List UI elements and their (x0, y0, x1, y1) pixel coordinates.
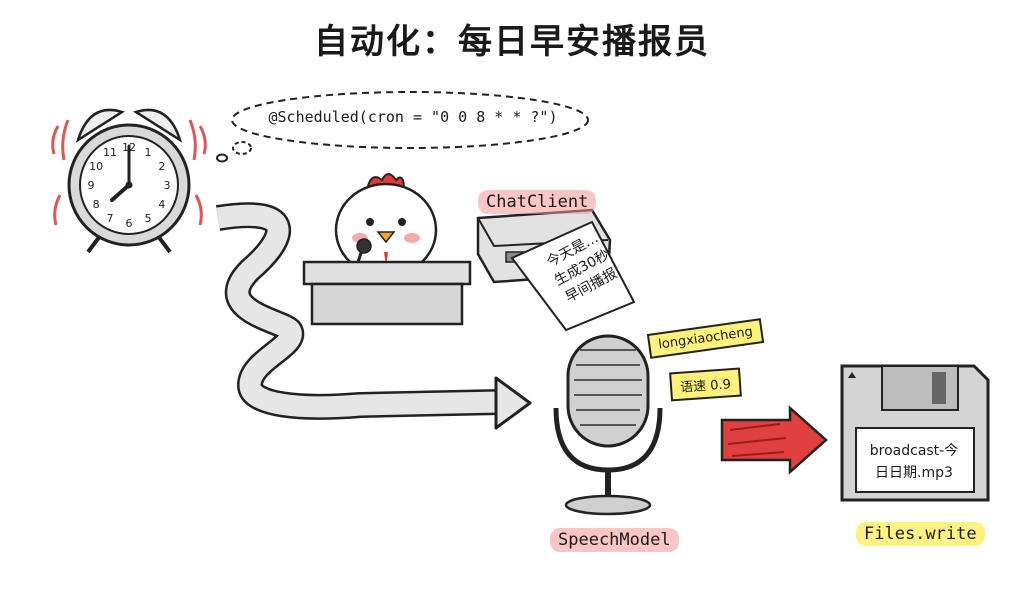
clock-numeral: 11 (103, 146, 117, 159)
speech-model-label: SpeechModel (550, 528, 679, 552)
clock-numeral: 3 (164, 179, 171, 192)
chat-client-label: ChatClient (478, 190, 597, 214)
news-desk (302, 260, 472, 326)
speed-note: 语速 0.9 (669, 367, 742, 402)
files-write-label: Files.write (856, 522, 985, 546)
disk-label-line: 日日期.mp3 (875, 465, 953, 481)
disk-label-text: broadcast-今 日日期.mp3 (858, 440, 970, 484)
floppy-disk-icon (840, 364, 990, 502)
clock-numeral: 10 (89, 160, 103, 173)
cron-thought-bubble (216, 91, 589, 163)
clock-numeral: 6 (126, 217, 133, 230)
clock-numeral: 7 (107, 212, 114, 225)
clock-numeral: 8 (93, 198, 100, 211)
chat-client-printer (476, 208, 636, 332)
clock-numeral: 9 (88, 179, 95, 192)
clock-numeral: 4 (158, 198, 165, 211)
alarm-clock-icon: 121234567891011 (51, 108, 207, 254)
microphone-icon (553, 334, 663, 516)
clock-numeral: 1 (145, 146, 152, 159)
page-title: 自动化：每日早安播报员 (314, 22, 710, 62)
timeline-road-arrow (215, 202, 532, 430)
disk-label-line: broadcast-今 (869, 443, 959, 459)
clock-numeral: 5 (145, 212, 152, 225)
cron-annotation: @Scheduled(cron = "0 0 8 * * ?") (268, 108, 558, 126)
output-arrow (720, 405, 828, 475)
chick-announcer (334, 173, 438, 278)
clock-numeral: 2 (158, 160, 165, 173)
clock-face-numerals: 121234567891011 (88, 141, 171, 230)
